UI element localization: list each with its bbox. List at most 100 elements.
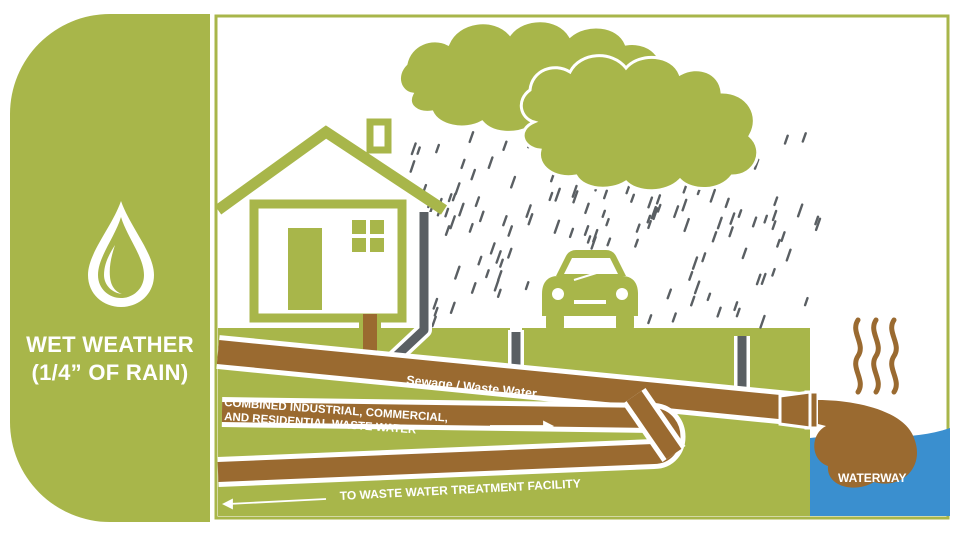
sewer-pipe — [216, 335, 812, 487]
water-drop-icon — [88, 201, 154, 307]
rain-streak — [814, 217, 822, 232]
treatment-arrow — [221, 498, 327, 510]
rain-streak — [435, 143, 441, 154]
rain-streak — [477, 255, 483, 266]
rain-streak — [728, 226, 734, 238]
rain-streak — [647, 314, 653, 325]
rain-streak — [433, 306, 439, 317]
rain-streak — [716, 216, 723, 230]
rain-streak — [502, 140, 508, 152]
rain-streak — [410, 142, 417, 156]
rain-streak — [548, 191, 554, 202]
rain-streak — [451, 192, 457, 202]
rain-streak — [583, 224, 590, 237]
rain-streak — [759, 314, 766, 329]
rain-streak — [635, 223, 641, 233]
rain-streak — [431, 315, 437, 328]
rain-streak — [803, 296, 809, 307]
rain-streak — [682, 184, 688, 194]
rain-streak — [468, 222, 474, 233]
rain-streak — [741, 247, 748, 260]
rain-streak — [458, 202, 465, 217]
rain-streak — [507, 247, 513, 259]
rain-streak — [655, 194, 662, 205]
rain-streak — [460, 158, 466, 170]
car-icon — [542, 250, 638, 330]
rain-streak — [751, 216, 758, 228]
rain-streak — [681, 198, 688, 212]
rain-streak — [502, 214, 508, 227]
rain-streak — [771, 209, 778, 222]
rain-streak — [716, 306, 722, 318]
rain-streak — [554, 187, 561, 202]
rain-streak — [449, 215, 456, 230]
rain-streak — [449, 301, 456, 314]
rain-streak — [776, 238, 781, 248]
rain-streak — [525, 204, 532, 219]
rain-streak — [737, 209, 743, 219]
wet-weather-diagram: Sewage / Waste Water COMBINED INDUSTRIAL… — [214, 14, 950, 520]
rain-streak — [735, 307, 741, 318]
rain-streak — [671, 312, 677, 323]
rain-streak — [571, 184, 578, 198]
rain-streak — [468, 130, 475, 144]
rain-streak — [773, 196, 779, 207]
left-panel: WET WEATHER (1/4” OF RAIN) — [10, 14, 210, 522]
rain-streak — [711, 230, 718, 243]
rain-streak — [603, 189, 608, 200]
rain-streak — [690, 295, 696, 307]
rain-streak — [634, 238, 639, 248]
rain-streak — [709, 188, 716, 203]
rain-streak — [652, 207, 659, 221]
rain-streak — [771, 220, 777, 231]
downspout-icon — [386, 212, 432, 366]
rain-streak — [489, 242, 496, 255]
rain-streak — [510, 175, 517, 189]
underground-lower — [218, 494, 810, 516]
cloud-icon — [397, 19, 760, 193]
rain-streak — [493, 279, 500, 292]
rain-streak — [497, 270, 503, 282]
rain-streak — [691, 256, 699, 270]
rain-streak — [409, 160, 416, 173]
rain-streak — [693, 280, 701, 295]
rain-streak — [814, 215, 820, 226]
rain-streak — [729, 212, 736, 225]
rain-streak — [606, 237, 612, 247]
rain-streak — [499, 258, 504, 268]
rain-streak — [572, 190, 579, 204]
rain-streak — [454, 182, 461, 196]
rain-streak — [496, 288, 502, 298]
rain-streak — [495, 250, 502, 264]
rain-streak — [771, 267, 776, 277]
rain-streak — [733, 301, 739, 312]
rain-streak — [666, 288, 672, 300]
rain-streak — [647, 219, 652, 230]
rain-streak — [444, 225, 451, 237]
rain-streak — [650, 205, 657, 220]
rain-streak — [646, 214, 652, 224]
rain-streak — [601, 209, 606, 219]
rain-streak — [553, 219, 561, 234]
rain-streak — [470, 282, 477, 294]
panel-title-line-2: (1/4” OF RAIN) — [31, 360, 189, 385]
rain-streak — [592, 228, 599, 243]
rain-streak — [479, 210, 485, 223]
rain-streak — [485, 269, 490, 279]
rain-streak — [706, 292, 712, 302]
rain-streak — [470, 168, 476, 181]
rain-streak — [474, 196, 481, 208]
rain-streak — [783, 134, 789, 145]
rain-streak — [701, 252, 707, 263]
rain-streak — [527, 212, 534, 226]
rain-streak — [584, 202, 590, 215]
rain-streak — [630, 193, 635, 203]
rain-streak — [447, 193, 453, 203]
rain-streak — [605, 217, 610, 227]
rain-streak — [656, 203, 662, 213]
rain-streak — [801, 132, 807, 143]
house-icon — [214, 118, 448, 323]
rain-streak — [780, 231, 786, 243]
rain-streak — [753, 158, 760, 170]
combined-arrow — [490, 420, 555, 432]
